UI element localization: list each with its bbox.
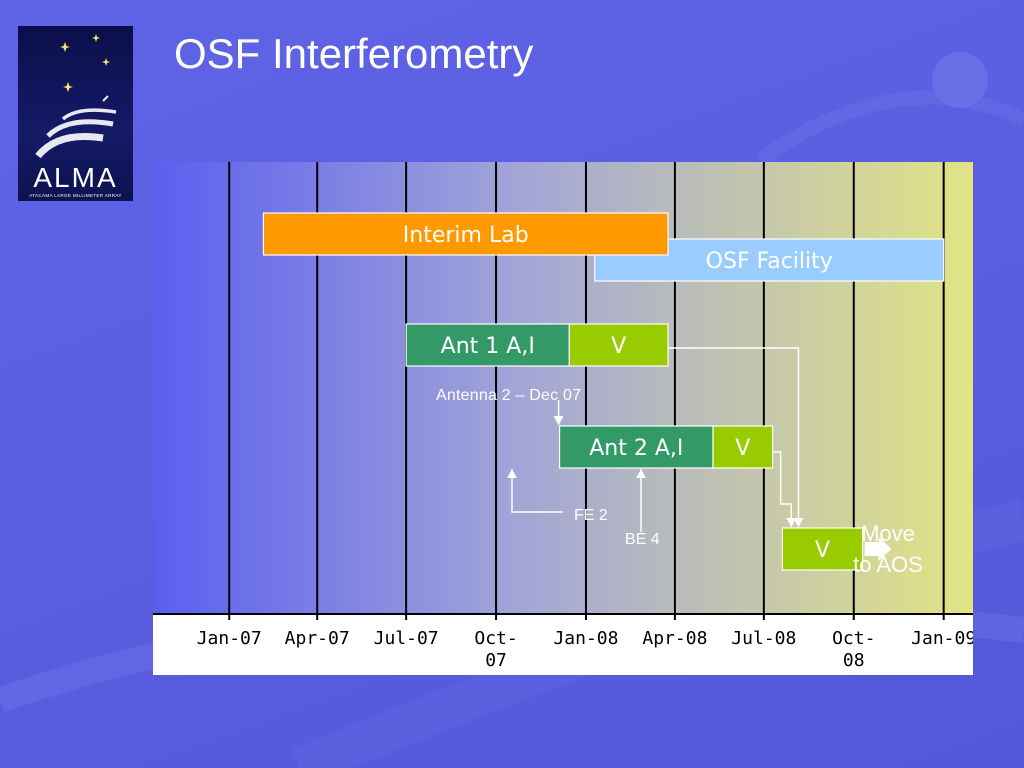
arrow-head	[786, 518, 797, 527]
bar-label-ant2: Ant 2 A,I	[589, 436, 683, 461]
axis-background	[153, 614, 973, 675]
x-tick-label: Jan-07	[197, 628, 262, 649]
bar-ant2: Ant 2 A,I	[558, 425, 714, 469]
annotation-antenna2: Antenna 2 – Dec 07	[436, 387, 581, 404]
x-tick-label: Jul-08	[731, 628, 796, 649]
bar-rect-ant2-v	[712, 425, 774, 469]
x-tick-label: Oct-07	[474, 628, 517, 671]
alma-logo: ALMA ATACAMA LARGE MILLIMETER ARRAY	[18, 26, 133, 201]
connector-fe2	[511, 469, 563, 513]
bar-label-ant1: Ant 1 A,I	[441, 334, 535, 359]
x-tick-label: Jul-07	[374, 628, 439, 649]
bar-ant1-v: V	[568, 323, 669, 367]
arrow-head	[553, 416, 564, 425]
alma-logo-graphic	[35, 34, 117, 159]
connector-ant1-to-v	[668, 347, 800, 527]
bar-final-v: V	[781, 527, 864, 571]
arrow-head	[636, 469, 646, 478]
bar-label-ant1-v: V	[611, 334, 626, 359]
arrow-head	[507, 469, 517, 478]
annotation-fe2: FE 2	[574, 507, 608, 524]
gantt-chart: Jan-07 Apr-07 Jul-07 Oct-07 Jan-08 Apr-08 Jul-…	[153, 162, 973, 675]
x-tick-label: Jan-08	[553, 628, 618, 649]
x-tick-label: Jan-09	[911, 628, 973, 649]
connector-ant2-to-v	[772, 451, 792, 527]
bar-ant2-v: V	[712, 425, 774, 469]
bar-rect-final-v	[781, 527, 864, 571]
bar-label-final-v: V	[815, 538, 830, 563]
bar-label-ant2-v: V	[735, 436, 750, 461]
bar-label-interim-lab: Interim Lab	[403, 223, 529, 248]
bar-ant1: Ant 1 A,I	[405, 323, 570, 367]
x-axis-ticks: Jan-07 Apr-07 Jul-07 Oct-07 Jan-08 Apr-08 Jul-…	[197, 628, 973, 671]
x-tick-label: Oct-08	[832, 628, 875, 671]
bar-label-osf-facility: OSF Facility	[706, 249, 833, 274]
logo-text: ALMA	[33, 162, 118, 193]
logo-subtitle: ATACAMA LARGE MILLIMETER ARRAY	[29, 193, 122, 198]
connectors	[507, 347, 892, 561]
move-arrow-icon	[864, 537, 892, 561]
x-tick-label: Apr-07	[285, 628, 350, 649]
x-tick-label: Apr-08	[642, 628, 707, 649]
bar-rect-ant2	[558, 425, 714, 469]
bar-rect-ant1-v	[568, 323, 669, 367]
arrow-head	[793, 518, 804, 527]
page-title: OSF Interferometry	[174, 30, 534, 77]
annotation-be4: BE 4	[625, 531, 660, 548]
bar-interim-lab: Interim Lab	[262, 212, 669, 256]
bar-rect-interim-lab	[262, 212, 669, 256]
